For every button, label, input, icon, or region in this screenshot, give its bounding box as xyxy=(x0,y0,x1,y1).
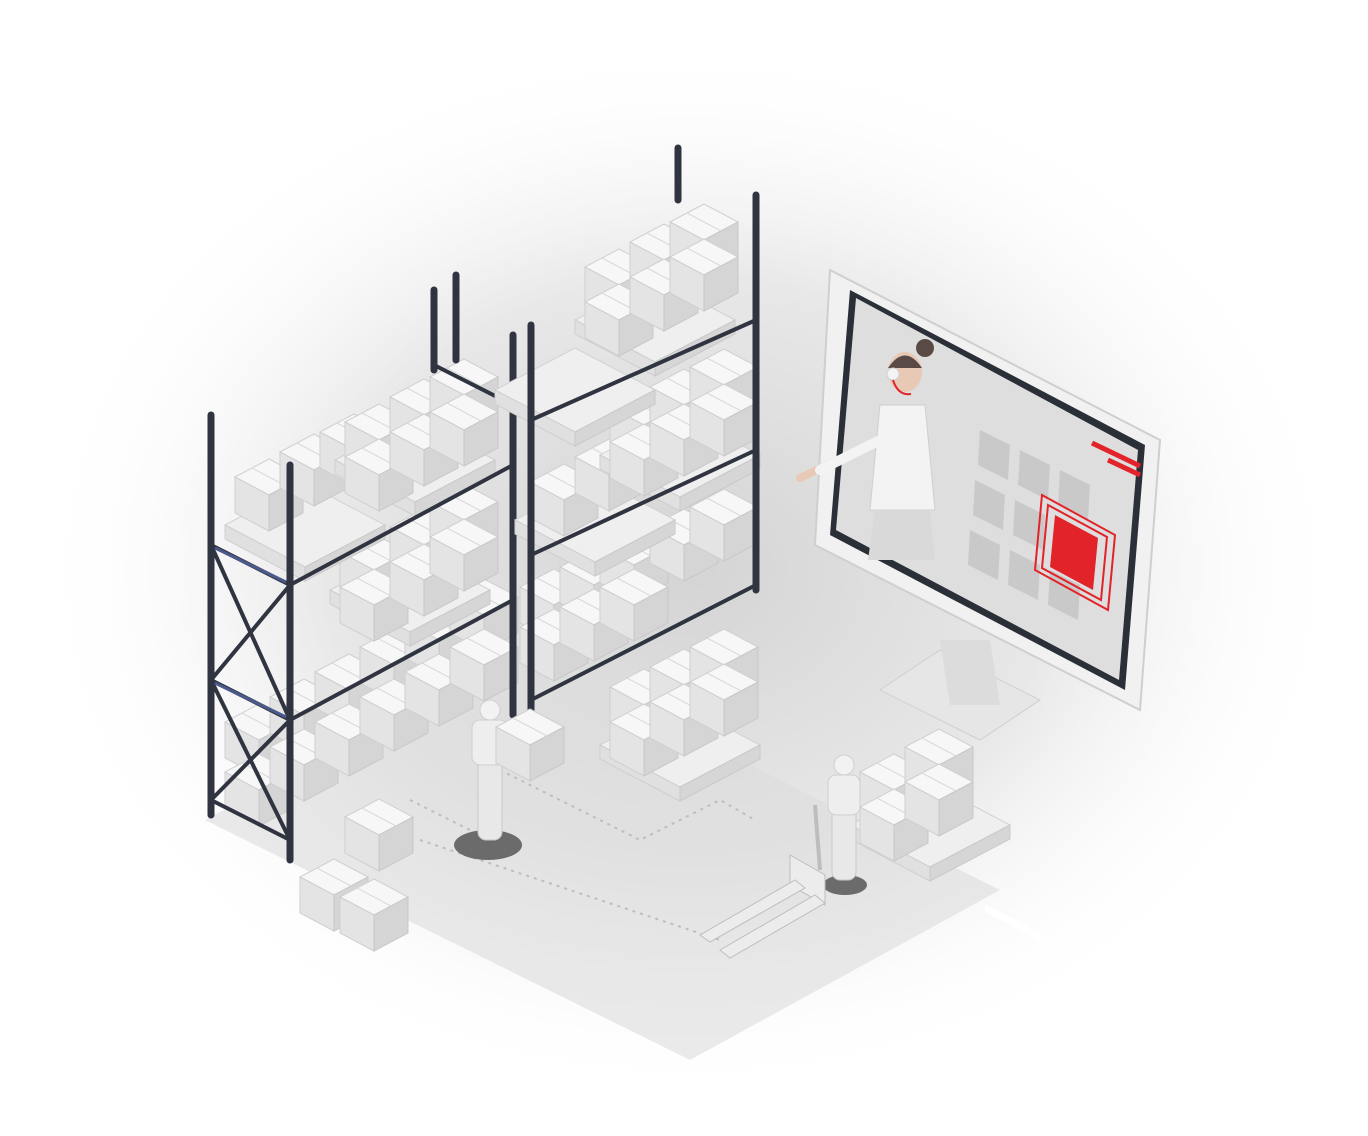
worker-with-pallet-jack xyxy=(823,754,867,895)
screen-grid xyxy=(968,430,1090,620)
screen-highlight-cell xyxy=(1033,493,1117,612)
path-dots xyxy=(409,769,756,941)
operator-with-headset xyxy=(796,339,936,560)
worker-carrying-box xyxy=(454,699,565,860)
headset-icon xyxy=(886,367,912,396)
monitor-icon xyxy=(796,268,1162,944)
floor-shadow xyxy=(205,650,1000,1060)
storage-rack-left xyxy=(207,271,519,864)
pallet-jack-icon xyxy=(699,804,826,959)
storage-rack-right xyxy=(494,144,761,724)
